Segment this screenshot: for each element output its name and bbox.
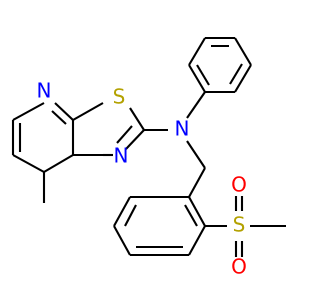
bond (124, 204, 137, 227)
atom-label: S (233, 213, 246, 237)
atom-labels: N S N N S O O (37, 79, 247, 279)
atom-label: N (114, 144, 129, 168)
bond (188, 37, 206, 66)
molecule-drawing: N S N N S O O (11, 36, 286, 279)
bond (186, 91, 206, 119)
bond (196, 64, 210, 86)
bond (116, 125, 133, 144)
bond (188, 196, 206, 227)
atom-label: O (231, 255, 247, 279)
atom-label: N (175, 117, 190, 141)
bond (54, 102, 74, 121)
bond (12, 154, 45, 173)
atom-label: N (37, 79, 52, 103)
bond (234, 64, 252, 93)
bond (12, 102, 45, 121)
bond (184, 204, 198, 227)
bond (129, 107, 145, 131)
atom-label: O (231, 173, 247, 197)
chemical-structure-canvas: N S N N S O O (11, 36, 286, 279)
bond (188, 167, 206, 198)
bond (188, 225, 206, 256)
bond (113, 225, 131, 256)
bond (43, 154, 74, 173)
atom-label: S (113, 85, 126, 109)
bond (186, 140, 206, 169)
bond (113, 196, 131, 227)
bond (229, 63, 243, 85)
bond (234, 37, 252, 66)
bond-lines (11, 36, 286, 257)
bond (51, 110, 67, 125)
bond (188, 64, 206, 93)
bond (125, 129, 145, 150)
bond (72, 102, 104, 121)
